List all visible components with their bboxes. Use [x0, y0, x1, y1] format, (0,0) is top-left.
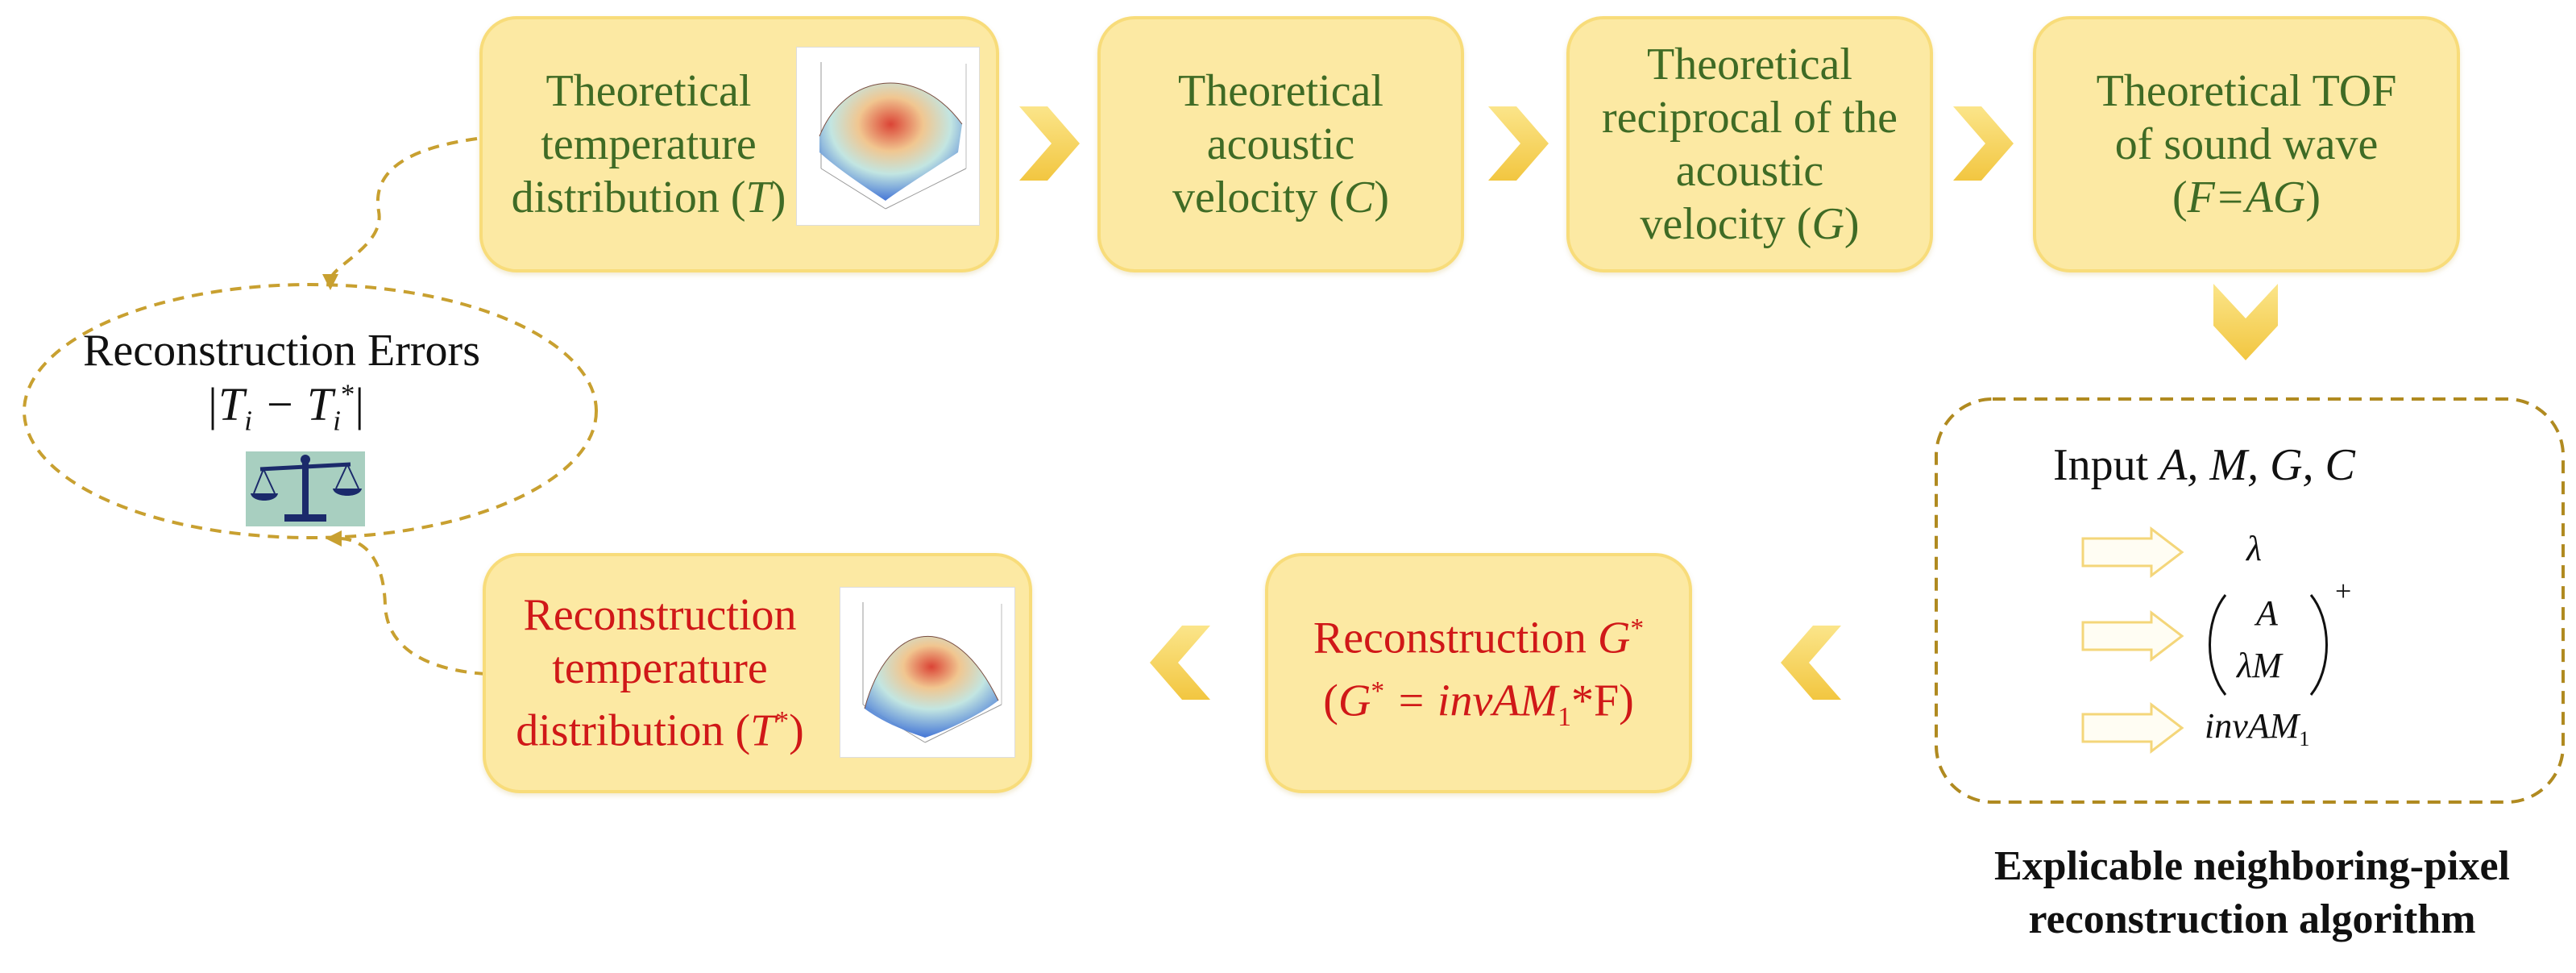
surface-plot-icon	[862, 602, 1002, 743]
line: Theoretical	[1178, 66, 1383, 116]
scale-icon	[251, 455, 362, 522]
chevron-left-icon-1	[1781, 626, 1841, 700]
line: acoustic	[1675, 146, 1824, 196]
theoretical-reciprocal-box	[1566, 16, 1933, 272]
surface-plot-icon	[819, 62, 967, 210]
inv-item: invAM1	[2205, 705, 2310, 751]
text: )	[1374, 173, 1390, 222]
sup: *	[340, 378, 355, 410]
formula-part: − T	[251, 378, 334, 430]
text: )	[1844, 199, 1860, 249]
reconstruction-g-text: Reconstruction G* (G* = invAM1*F)	[1265, 553, 1692, 793]
line: (G* = invAM1*F)	[1323, 665, 1634, 744]
matrix-top: A	[2256, 593, 2278, 633]
chevron-left-icon-2	[1150, 626, 1210, 700]
line: Reconstruction G*	[1313, 602, 1644, 665]
arrowhead-top-icon	[322, 274, 338, 290]
chevron-down-icon	[2213, 284, 2278, 360]
formula-part: |	[355, 378, 364, 430]
line: reciprocal of the	[1602, 93, 1898, 143]
line: temperature	[541, 119, 757, 169]
line: velocity (G)	[1640, 198, 1859, 251]
algorithm-panel	[1935, 397, 2565, 804]
line: velocity (C)	[1172, 171, 1389, 224]
matrix-bottom: λM	[2237, 646, 2282, 685]
hollow-arrow-icon-1	[2081, 526, 2184, 579]
var: T	[750, 705, 776, 756]
errors-ellipse	[23, 283, 598, 539]
var: T	[745, 173, 771, 222]
hollow-arrow-icon-3	[2081, 701, 2184, 755]
algorithm-caption: Explicable neighboring-pixel reconstruct…	[1938, 840, 2566, 946]
errors-title: Reconstruction Errors	[83, 326, 480, 376]
formula-part: |T	[205, 378, 245, 430]
caption-line1: Explicable neighboring-pixel	[1994, 843, 2510, 889]
sub: 1	[1558, 701, 1571, 732]
theoretical-reciprocal-text: Theoretical reciprocal of the acoustic v…	[1566, 16, 1933, 272]
text: Reconstruction	[1313, 613, 1598, 663]
eq: = invAM	[1384, 676, 1558, 726]
dashed-arrow-to-errors-top	[329, 137, 478, 281]
var: G	[1338, 676, 1371, 726]
chevron-right-icon-3	[1953, 106, 2014, 181]
text: distribution (	[516, 705, 751, 756]
line: Theoretical TOF	[2096, 66, 2397, 116]
text: *F)	[1570, 676, 1634, 726]
line: Reconstruction	[523, 590, 797, 641]
sub: i	[244, 405, 252, 437]
matrix-paren-right	[2309, 594, 2328, 696]
temperature-surface-plot-thumbnail	[796, 47, 980, 226]
vars: A, M, G, C	[2159, 440, 2355, 490]
caption-line2: reconstruction algorithm	[2028, 896, 2476, 942]
theoretical-tof-box	[2033, 16, 2460, 272]
line: Theoretical	[545, 66, 752, 116]
dashed-arrow-to-errors-bottom	[338, 537, 487, 676]
text: velocity (	[1172, 173, 1345, 222]
text: invAM	[2205, 706, 2300, 746]
chevron-right-icon-1	[1019, 106, 1080, 181]
line: Theoretical	[1647, 40, 1852, 89]
input-panel-title: Input A, M, G, C	[2053, 439, 2355, 491]
line: distribution (T*)	[516, 695, 804, 758]
line: (F=AG)	[2172, 171, 2321, 224]
sub: 1	[2299, 726, 2310, 751]
sup: *	[775, 706, 790, 737]
theoretical-velocity-text: Theoretical acoustic velocity (C)	[1097, 16, 1464, 272]
text: distribution (	[511, 173, 746, 222]
theoretical-velocity-box	[1097, 16, 1464, 272]
var: G	[1811, 199, 1844, 249]
matrix-paren-left	[2209, 594, 2227, 696]
reconstruction-temperature-text: Reconstruction temperature distribution …	[491, 553, 829, 793]
text: )	[770, 173, 786, 222]
text: Input	[2053, 440, 2160, 490]
var: C	[1344, 173, 1375, 222]
line: acoustic	[1206, 119, 1355, 169]
text: (	[2172, 173, 2188, 222]
lambda-item: λ	[2246, 529, 2263, 568]
theoretical-temperature-text: Theoretical temperature distribution (T)	[487, 24, 810, 264]
text: (	[1323, 676, 1338, 726]
hollow-arrow-icon-2	[2081, 609, 2184, 663]
text: velocity (	[1640, 199, 1812, 249]
theoretical-tof-text: Theoretical TOF of sound wave (F=AG)	[2033, 16, 2460, 272]
line: temperature	[552, 643, 768, 694]
sup: *	[1371, 676, 1385, 706]
balance-scale-icon	[246, 451, 365, 526]
text: )	[789, 705, 804, 756]
var: G	[1597, 613, 1631, 663]
text: )	[2305, 173, 2321, 222]
var: F=AG	[2187, 173, 2306, 222]
reconstruction-surface-plot-thumbnail	[840, 587, 1015, 758]
chevron-right-icon-2	[1488, 106, 1549, 181]
line: of sound wave	[2114, 119, 2379, 169]
sub: i	[333, 405, 341, 437]
line: distribution (T)	[512, 171, 786, 224]
errors-formula: |Ti − Ti*|	[205, 377, 364, 438]
sup: *	[1630, 613, 1645, 644]
matrix-sup: +	[2335, 575, 2352, 607]
reconstruction-g-box	[1265, 553, 1692, 793]
